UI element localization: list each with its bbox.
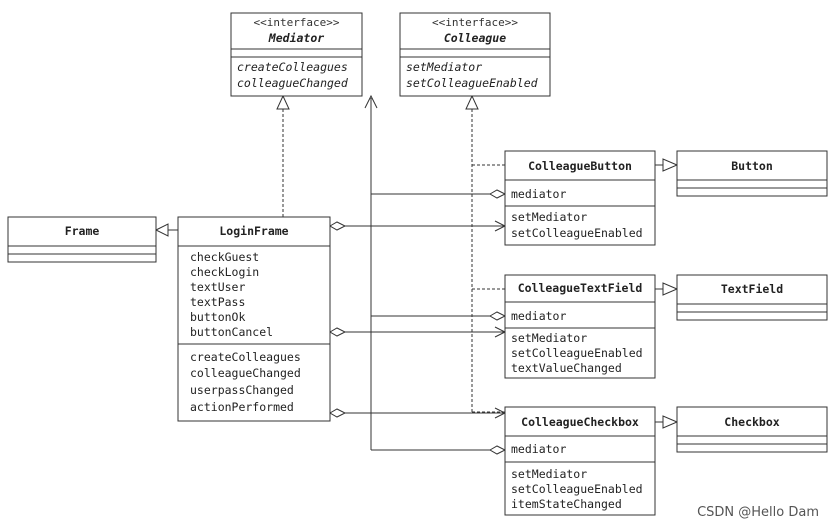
colleaguecheckbox-method: setColleagueEnabled [511,482,643,496]
colleaguebutton-class-name: ColleagueButton [528,159,632,173]
colleaguecheckbox-class-box: ColleagueCheckbox mediator setMediator s… [504,406,656,516]
colleaguetextfield-method: setMediator [511,331,587,345]
button-generalization-triangle [662,158,679,172]
colleaguecheckbox-mediator-diamond [488,445,507,455]
checkbox-class-name: Checkbox [724,415,779,429]
colleague-interface-box: <<interface>> Colleague setMediator setC… [399,12,551,97]
loginframe-method: colleagueChanged [190,366,301,380]
loginframe-field: buttonOk [190,310,245,324]
loginframe-method: userpassChanged [190,383,294,397]
mediator-stereotype: <<interface>> [253,16,339,29]
frame-generalization-triangle [154,223,169,237]
frame-class-name: Frame [65,224,100,238]
button-class-name: Button [731,159,773,173]
loginframe-class-box: LoginFrame checkGuest checkLogin textUse… [177,216,331,422]
frame-class-box: Frame [7,216,157,263]
loginframe-method: createColleagues [190,350,301,364]
mediator-association-arrowhead [364,94,378,109]
loginframe-class-name: LoginFrame [219,224,288,238]
colleague-stereotype: <<interface>> [432,16,518,29]
mediator-interface-box: <<interface>> Mediator createColleagues … [230,12,363,97]
colleaguebutton-field: mediator [511,187,566,201]
textfield-class-name: TextField [721,282,783,296]
loginframe-field: buttonCancel [190,325,273,339]
textfield-generalization-triangle [662,282,679,296]
colleaguebutton-method: setColleagueEnabled [511,226,643,240]
colleague-method: setColleagueEnabled [406,76,539,90]
colleague-realization-triangle [465,94,479,110]
colleaguetextfield-mediator-diamond [488,311,507,321]
mediator-class-name: Mediator [268,31,324,45]
loginframe-button-diamond [328,221,347,231]
colleaguebutton-method: setMediator [511,210,587,224]
mediator-method: colleagueChanged [237,76,349,90]
mediator-realization-triangle [276,94,290,110]
loginframe-field: textUser [190,280,245,294]
loginframe-field: checkLogin [190,265,259,279]
colleaguecheckbox-field: mediator [511,442,566,456]
checkbox-class-box: Checkbox [676,406,828,453]
colleaguebutton-class-box: ColleagueButton mediator setMediator set… [504,150,656,246]
loginframe-checkbox-diamond [328,408,347,418]
loginframe-field: textPass [190,295,245,309]
csdn-watermark: CSDN @Hello Dam [697,505,819,520]
colleaguebutton-mediator-diamond [488,189,507,199]
colleague-class-name: Colleague [444,31,506,45]
connectors [154,94,679,455]
colleaguecheckbox-method: setMediator [511,467,587,481]
colleaguecheckbox-class-name: ColleagueCheckbox [521,415,639,429]
colleaguetextfield-class-box: ColleagueTextField mediator setMediator … [504,274,656,379]
textfield-class-box: TextField [676,274,828,321]
colleaguetextfield-method: setColleagueEnabled [511,346,643,360]
colleague-method: setMediator [406,60,482,74]
loginframe-textfield-diamond [328,327,347,337]
checkbox-generalization-triangle [662,415,679,429]
button-class-box: Button [676,150,828,197]
loginframe-field: checkGuest [190,250,259,264]
colleaguecheckbox-method: itemStateChanged [511,497,622,511]
mediator-method: createColleagues [237,60,348,74]
loginframe-method: actionPerformed [190,400,294,414]
colleaguetextfield-method: textValueChanged [511,361,622,375]
colleaguetextfield-class-name: ColleagueTextField [518,281,643,295]
colleaguetextfield-field: mediator [511,309,566,323]
